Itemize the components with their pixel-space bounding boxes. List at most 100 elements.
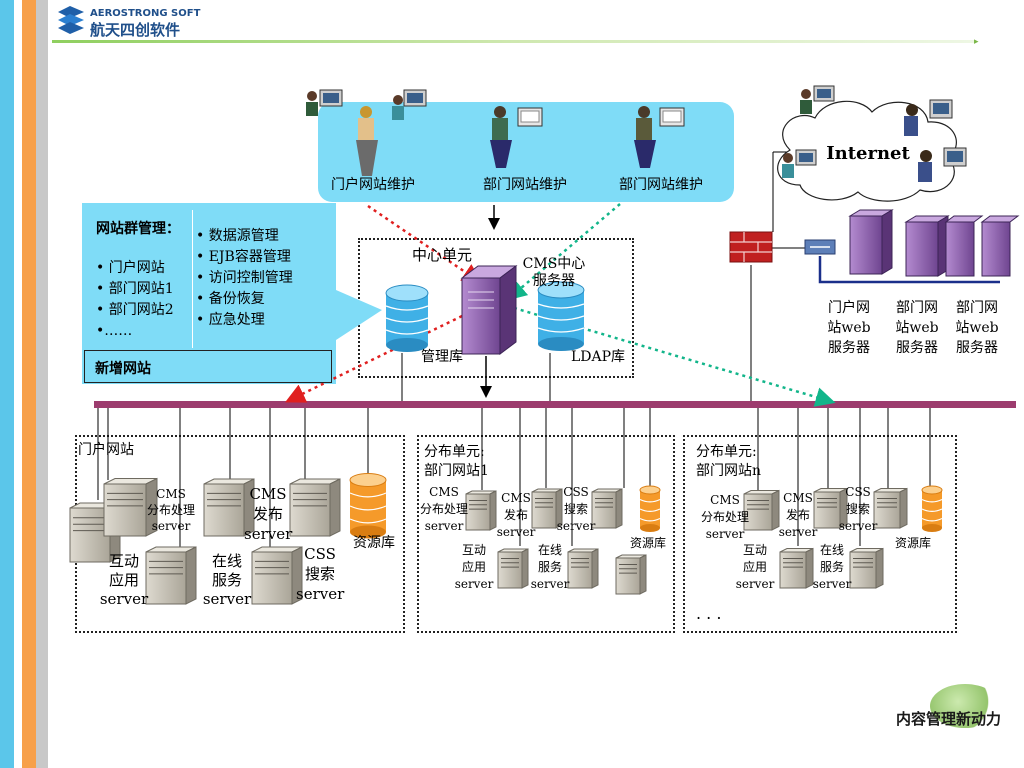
site-item: • 部门网站2 xyxy=(96,302,174,318)
web-server-label-dept1: 部门网 站web 服务器 xyxy=(895,300,939,356)
dist1-cms-pub-label: CMS 发布 server xyxy=(496,491,536,539)
dist1-css-search-label: CSS 搜索 server xyxy=(556,485,596,533)
web-server-dept2b xyxy=(980,215,1020,277)
header-rule xyxy=(52,40,976,43)
callout-tail xyxy=(336,290,382,340)
header-marker-icon: ▸ xyxy=(974,37,979,47)
ldap-db-icon xyxy=(537,281,585,351)
user-label-dept2: 部门网站维护 xyxy=(619,177,703,193)
logo: AEROSTRONG SOFT 航天四创软件 xyxy=(56,4,206,39)
server-icon xyxy=(567,548,599,589)
dist1-resource-label: 资源库 xyxy=(629,536,666,550)
portal-interactive-label: 互动 应用 server xyxy=(99,552,149,608)
web-server-label-portal: 门户网 站web 服务器 xyxy=(827,300,871,356)
dist1-cms-dist-label: CMS 分布处理 server xyxy=(419,485,468,533)
stripe-gray xyxy=(36,0,48,768)
portal-cms-dist-label: CMS 分布处理 server xyxy=(146,487,195,533)
internet-label: Internet xyxy=(826,143,910,164)
site-item: •…… xyxy=(96,323,133,339)
center-unit-title: 中心单元 xyxy=(411,246,472,264)
resource-db-icon xyxy=(639,485,661,532)
server-icon xyxy=(779,547,814,589)
mgmt-db-icon xyxy=(385,284,429,352)
server-icon xyxy=(251,546,303,605)
dist1-interactive-label: 互动 应用 server xyxy=(454,543,494,591)
new-site-button[interactable]: 新增网站 xyxy=(84,350,332,383)
portal-cms-pub-label: CMS 发布 server xyxy=(244,485,293,543)
internet-user-icon xyxy=(904,99,953,136)
ldap-db-label: LDAP库 xyxy=(570,349,626,365)
portal-online-label: 在线 服务 server xyxy=(202,552,252,608)
stripe-orange xyxy=(22,0,36,768)
stripe-blue xyxy=(0,0,14,768)
bus-drops xyxy=(97,408,931,548)
site-item: • 门户网站 xyxy=(96,260,165,276)
server-icon xyxy=(465,490,497,531)
site-group-sites: • 门户网站 • 部门网站1 • 部门网站2 •…… xyxy=(96,258,174,342)
mgmt-db-label: 管理库 xyxy=(421,349,463,365)
switch-servers-line xyxy=(818,256,1000,284)
distn-cms-dist-label: CMS 分布处理 server xyxy=(700,493,749,541)
cms-center-label: CMS中心 服务器 xyxy=(522,256,586,289)
function-item: • 数据源管理 xyxy=(196,228,279,244)
site-group-divider xyxy=(192,210,193,348)
internet-user-icon xyxy=(918,147,967,182)
server-icon xyxy=(813,487,848,529)
internet-user-icon xyxy=(782,149,817,178)
distn-interactive-label: 互动 应用 server xyxy=(735,543,775,591)
distn-css-search-label: CSS 搜索 server xyxy=(838,485,878,533)
network-switch-icon xyxy=(804,239,836,255)
distn-ellipsis: . . . xyxy=(696,604,722,623)
user-workstation-icon xyxy=(490,106,543,168)
dist1-title: 分布单元: 部门网站1 xyxy=(424,444,489,479)
stripe-white xyxy=(14,0,22,768)
red-arrow-users xyxy=(367,204,483,284)
logo-mark-icon xyxy=(58,6,84,34)
teal-arrow-users xyxy=(506,203,621,301)
server-icon xyxy=(873,487,908,529)
site-group-title: 网站群管理： xyxy=(96,221,180,237)
portal-css-search-label: CSS 搜索 server xyxy=(296,545,345,603)
internet-user-icon xyxy=(800,85,835,114)
red-arrow-portal xyxy=(285,314,463,403)
user-label-portal: 门户网站维护 xyxy=(331,177,415,193)
function-item: • EJB容器管理 xyxy=(196,249,291,265)
site-item: • 部门网站1 xyxy=(96,281,174,297)
server-icon xyxy=(103,477,158,537)
firewall-icon xyxy=(729,231,773,263)
distn-title: 分布单元: 部门网站n xyxy=(696,444,762,479)
server-icon xyxy=(145,546,197,605)
server-icon xyxy=(743,489,780,531)
web-server-portal xyxy=(848,209,894,275)
distn-unit-box xyxy=(683,435,957,633)
portal-title: 门户网站 xyxy=(78,442,134,458)
server-icon xyxy=(591,488,623,529)
server-icon xyxy=(203,478,255,537)
distn-cms-pub-label: CMS 发布 server xyxy=(778,491,818,539)
server-icon xyxy=(289,478,341,537)
footer-logo-icon xyxy=(930,684,1000,728)
footer-slogan: 内容管理新动力 xyxy=(896,710,1002,728)
function-item: • 备份恢复 xyxy=(196,291,265,307)
portal-resource-label: 资源库 xyxy=(353,535,395,551)
user-label-dept1: 部门网站维护 xyxy=(483,177,567,193)
new-site-label: 新增网站 xyxy=(95,361,151,377)
web-server-label-dept2: 部门网 站web 服务器 xyxy=(955,300,999,356)
resource-db-icon xyxy=(921,485,943,532)
network-bus xyxy=(94,401,1016,408)
function-item: • 应急处理 xyxy=(196,312,265,328)
resource-db-icon xyxy=(349,473,387,539)
distn-online-label: 在线 服务 server xyxy=(812,543,852,591)
server-icon xyxy=(615,554,647,595)
logo-line1: AEROSTRONG SOFT xyxy=(90,8,201,19)
logo-line2: 航天四创软件 xyxy=(90,21,181,39)
function-item: • 访问控制管理 xyxy=(196,270,293,286)
web-server-dept2a xyxy=(944,215,984,277)
user-workstation-icon xyxy=(634,106,685,168)
server-icon xyxy=(497,548,529,589)
site-group-functions: • 数据源管理 • EJB容器管理 • 访问控制管理 • 备份恢复 • 应急处理 xyxy=(196,226,293,331)
server-icon xyxy=(849,547,884,589)
teal-arrow-distn xyxy=(513,306,836,407)
